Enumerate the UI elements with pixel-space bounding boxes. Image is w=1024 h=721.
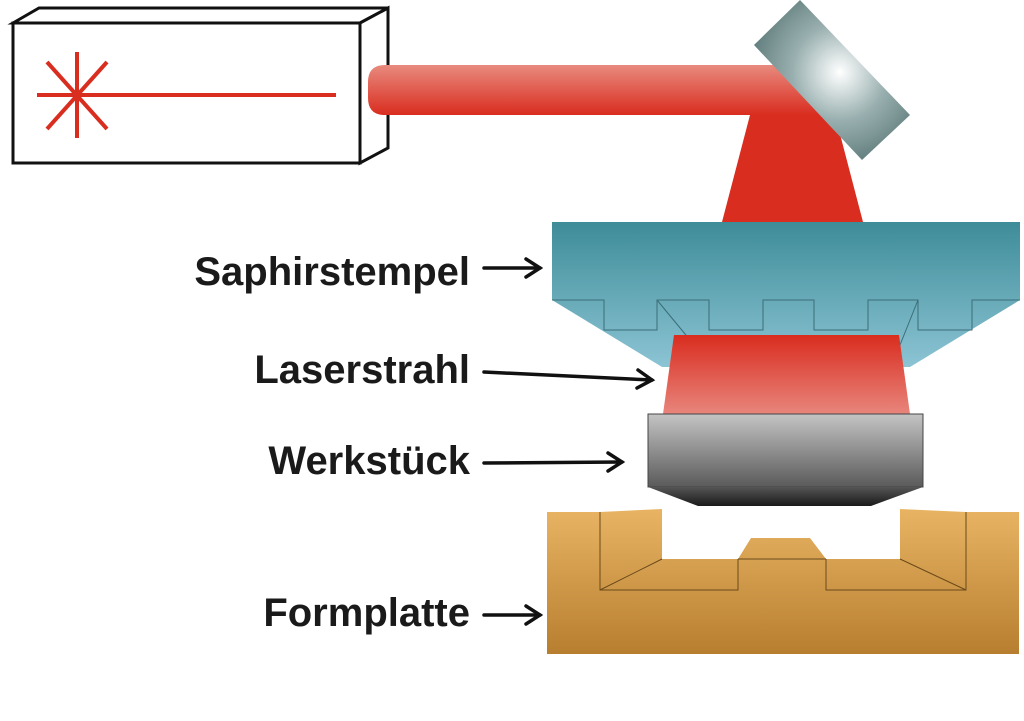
sapphire-punch: [552, 222, 1020, 367]
arrow-laserstrahl-icon: [482, 368, 656, 390]
label-saphirstempel: Saphirstempel: [194, 250, 470, 294]
mirror: [754, 0, 910, 160]
laser-source-box: [7, 5, 390, 166]
mold-plate: [547, 509, 1019, 654]
workpiece: [647, 413, 924, 506]
laser-star-icon: [37, 52, 336, 138]
laser-beam-block: [663, 335, 910, 414]
arrow-saphirstempel-icon: [482, 257, 544, 279]
arrow-formplatte-icon: [482, 604, 544, 626]
arrow-werkstueck-icon: [482, 451, 626, 473]
label-laserstrahl: Laserstrahl: [254, 348, 470, 392]
label-werkstueck: Werkstück: [268, 439, 470, 483]
deflected-laser-beam: [722, 115, 863, 222]
label-formplatte: Formplatte: [263, 591, 470, 635]
horizontal-laser-beam: [368, 65, 830, 115]
